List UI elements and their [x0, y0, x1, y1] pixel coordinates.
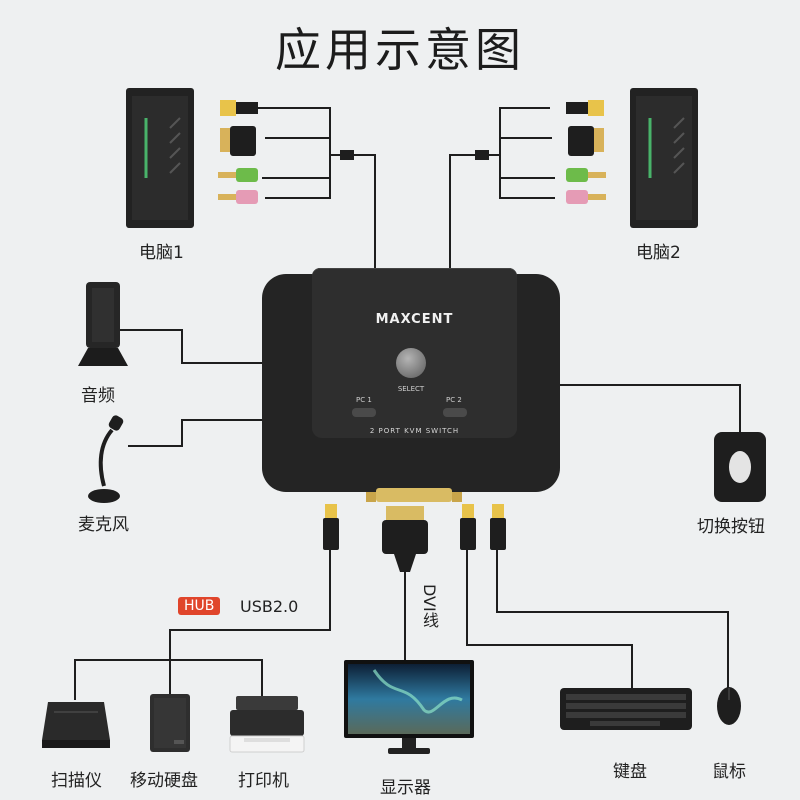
hdd-label: 移动硬盘: [130, 771, 198, 791]
scanner-label: 扫描仪: [51, 771, 102, 791]
printer-icon: [229, 696, 305, 753]
kvm-pc2-indicator: [443, 408, 467, 417]
hub-badge: HUB: [178, 597, 221, 615]
kvm-pc2-label: PC 2: [446, 396, 462, 404]
kvm-select-label: SELECT: [397, 385, 425, 393]
mouse-icon: [717, 687, 741, 725]
mouse-label: 鼠标: [712, 762, 746, 782]
page-title: 应用示意图: [275, 23, 525, 77]
keyboard-label: 键盘: [613, 762, 647, 782]
switch-button-label: 切换按钮: [697, 517, 765, 537]
pc2-label: 电脑2: [636, 243, 681, 263]
switch-button-icon: [714, 432, 766, 502]
speaker-icon: [78, 282, 128, 366]
kvm-footer-label: 2 PORT KVM SWITCH: [369, 427, 460, 435]
usb-plug-keyboard-icon: [460, 504, 476, 550]
microphone-icon: [88, 415, 124, 503]
usb-plug-mouse-icon: [490, 504, 506, 550]
kvm-select-button[interactable]: [396, 348, 426, 378]
hard-drive-icon: [150, 694, 190, 752]
kvm-brand: MAXCENT: [375, 312, 454, 327]
usb-version-label: USB2.0: [240, 597, 299, 616]
usb-plug-hub-icon: [323, 504, 339, 550]
pc2-tower-icon: [630, 88, 698, 228]
kvm-pc1-indicator: [352, 408, 376, 417]
keyboard-icon: [560, 688, 692, 730]
dvi-connector-icon: [382, 506, 428, 572]
monitor-label: 显示器: [380, 778, 431, 798]
dvi-port-icon: [366, 488, 462, 502]
audio-label: 音频: [81, 386, 115, 406]
scanner-icon: [42, 702, 110, 748]
pc1-label: 电脑1: [139, 243, 184, 263]
dvi-cable-label: DVI线: [420, 584, 439, 628]
pc2-connectors-icon: [566, 100, 606, 204]
monitor-icon: [344, 660, 474, 754]
printer-label: 打印机: [238, 771, 289, 791]
pc1-tower-icon: [126, 88, 194, 228]
kvm-pc1-label: PC 1: [356, 396, 372, 404]
mic-label: 麦克风: [78, 515, 129, 535]
pc1-connectors-icon: [218, 100, 258, 204]
